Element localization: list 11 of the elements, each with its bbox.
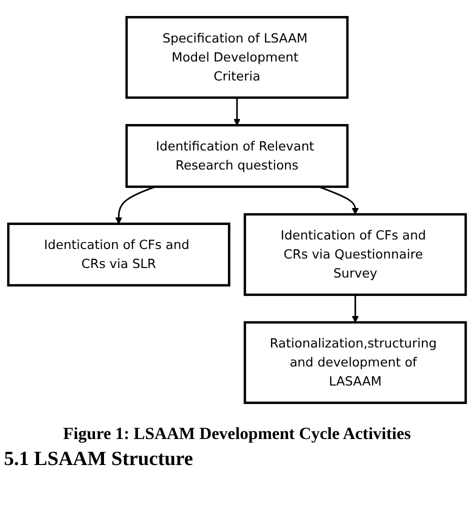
node-box: Rationalization,structuring and development of LASAAM: [244, 321, 467, 404]
arrow: [318, 186, 359, 215]
node-box: Identication of CFs and CRs via SLR: [7, 222, 230, 286]
figure-caption: Figure 1: LSAAM Development Cycle Activities: [63, 424, 411, 444]
node-box: Identification of Relevant Research questions: [125, 124, 349, 188]
arrow: [234, 98, 240, 126]
node-box: Identication of CFs and CRs via Questionnaire Survey: [244, 213, 467, 296]
section-heading: 5.1 LSAAM Structure: [4, 448, 194, 471]
arrow: [352, 294, 359, 323]
node-box: Specification of LSAAM Model Development Criteria: [125, 16, 349, 99]
arrow: [115, 186, 156, 224]
